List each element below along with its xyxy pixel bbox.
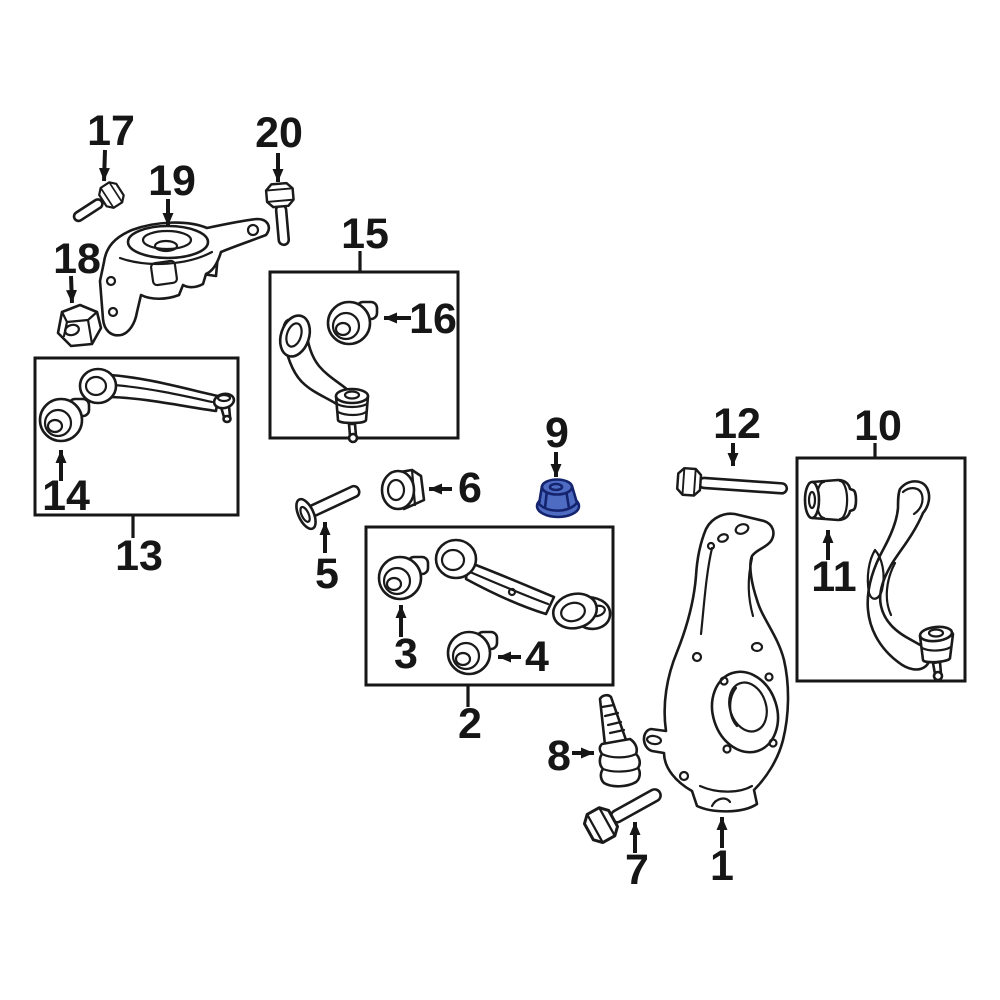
part-18-flange-nut bbox=[56, 303, 103, 348]
group-box-2 bbox=[364, 525, 615, 687]
callout-labels: 17 19 20 18 14 13 15 16 5 6 9 3 4 2 12 1… bbox=[42, 107, 902, 894]
part-label-18: 18 bbox=[53, 235, 101, 283]
part-label-20: 20 bbox=[255, 109, 303, 157]
part-10-lower-control-arm bbox=[866, 480, 955, 682]
part-4-bushing bbox=[446, 630, 499, 676]
pointer-arrows bbox=[55, 149, 834, 853]
group-box-15 bbox=[268, 270, 460, 440]
arrow-part-17 bbox=[98, 149, 110, 182]
part-8-ball-joint bbox=[598, 693, 642, 788]
part-label-10: 10 bbox=[854, 402, 902, 450]
part-3-bushing bbox=[377, 555, 430, 601]
part-label-6: 6 bbox=[458, 464, 482, 512]
part-label-13: 13 bbox=[115, 532, 163, 580]
part-13-upper-control-arm bbox=[78, 367, 236, 424]
arrow-part-18 bbox=[66, 275, 78, 304]
part-17-bolt bbox=[72, 178, 128, 223]
part-6-flange-nut bbox=[380, 468, 426, 511]
part-label-12: 12 bbox=[713, 400, 761, 448]
part-label-15: 15 bbox=[341, 210, 389, 258]
part-label-11: 11 bbox=[811, 553, 856, 601]
part-15-upper-control-arm bbox=[278, 314, 370, 444]
part-2-lower-control-arm bbox=[434, 538, 612, 631]
group-box-13 bbox=[33, 356, 240, 517]
part-1-steering-knuckle bbox=[642, 512, 790, 813]
part-7-bolt bbox=[579, 788, 662, 848]
part-5-guide-pin-bolt bbox=[295, 484, 361, 531]
part-label-9: 9 bbox=[545, 409, 569, 457]
part-label-16: 16 bbox=[409, 295, 457, 343]
part-label-7: 7 bbox=[625, 846, 649, 894]
part-label-8: 8 bbox=[547, 732, 571, 780]
part-12-bolt bbox=[675, 466, 789, 498]
part-label-2: 2 bbox=[458, 700, 482, 748]
part-16-bushing bbox=[326, 300, 379, 346]
part-label-14: 14 bbox=[42, 472, 90, 520]
part-19-support-bracket bbox=[98, 217, 270, 337]
part-label-4: 4 bbox=[525, 633, 549, 681]
part-label-3: 3 bbox=[394, 630, 418, 678]
part-9-flange-lock-nut-highlighted bbox=[535, 478, 581, 519]
part-20-bolt bbox=[264, 181, 296, 247]
part-11-bushing bbox=[803, 478, 858, 522]
part-label-5: 5 bbox=[315, 550, 339, 598]
part-14-bushing bbox=[38, 397, 91, 443]
part-label-19: 19 bbox=[148, 157, 196, 205]
part-label-17: 17 bbox=[87, 107, 135, 155]
group-boxes bbox=[33, 251, 967, 707]
group-box-10 bbox=[795, 456, 967, 683]
part-label-1: 1 bbox=[710, 842, 734, 890]
